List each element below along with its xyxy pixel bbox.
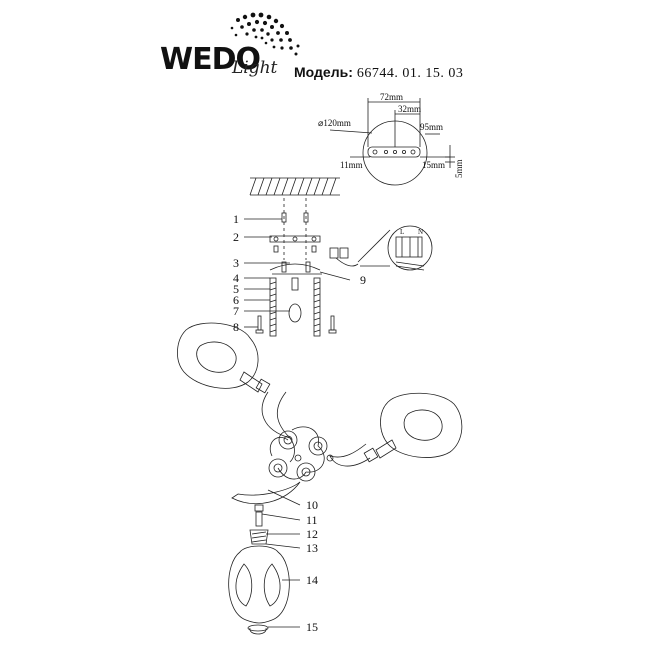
dim-diameter: ⌀120mm xyxy=(318,118,351,128)
callout-3: 3 xyxy=(233,256,239,270)
dimension-labels: 72mm 32mm ⌀120mm 95mm 11mm 15mm 5mm L N xyxy=(318,92,464,236)
model-line: Модель:66744. 01. 15. 03 xyxy=(294,64,463,82)
callout-5: 5 xyxy=(233,282,239,296)
callout-15: 15 xyxy=(306,620,318,634)
callout-numbers: 1 2 3 4 5 6 7 8 9 10 11 12 13 14 15 xyxy=(233,212,366,634)
left-shade xyxy=(177,322,271,394)
right-shade xyxy=(363,392,463,463)
dim-5: 5mm xyxy=(454,159,464,178)
callout-13: 13 xyxy=(306,541,318,555)
dim-32: 32mm xyxy=(398,104,421,114)
callout-7: 7 xyxy=(233,304,239,318)
logo-swirl-icon xyxy=(230,12,300,56)
callout-8: 8 xyxy=(233,320,239,334)
mounting-plate-detail xyxy=(329,98,455,186)
frame-arms xyxy=(231,391,371,505)
connector-detail xyxy=(357,225,433,271)
wire-label-l: L xyxy=(400,228,404,236)
callout-leaders xyxy=(244,218,301,628)
dim-11: 11mm xyxy=(340,160,363,170)
callout-12: 12 xyxy=(306,527,318,541)
ceiling-hatch xyxy=(249,177,340,196)
callout-4: 4 xyxy=(233,271,239,285)
dim-95: 95mm xyxy=(420,122,443,132)
dim-72: 72mm xyxy=(380,92,403,102)
model-number: 66744. 01. 15. 03 xyxy=(356,66,464,81)
model-label: Модель: xyxy=(294,64,353,80)
brand-sub: Light xyxy=(232,58,278,78)
callout-10: 10 xyxy=(306,498,318,512)
callout-11: 11 xyxy=(306,513,318,527)
threaded-rods xyxy=(255,277,337,337)
bottom-lamp xyxy=(228,504,290,635)
callout-1: 1 xyxy=(233,212,239,226)
callout-9: 9 xyxy=(360,273,366,287)
callout-14: 14 xyxy=(306,573,318,587)
wire-label-n: N xyxy=(418,228,423,236)
callout-6: 6 xyxy=(233,293,239,307)
callout-2: 2 xyxy=(233,230,239,244)
dim-15: 15mm xyxy=(422,160,445,170)
brand-name: WEDO xyxy=(160,42,261,77)
mount-bracket xyxy=(269,198,359,281)
